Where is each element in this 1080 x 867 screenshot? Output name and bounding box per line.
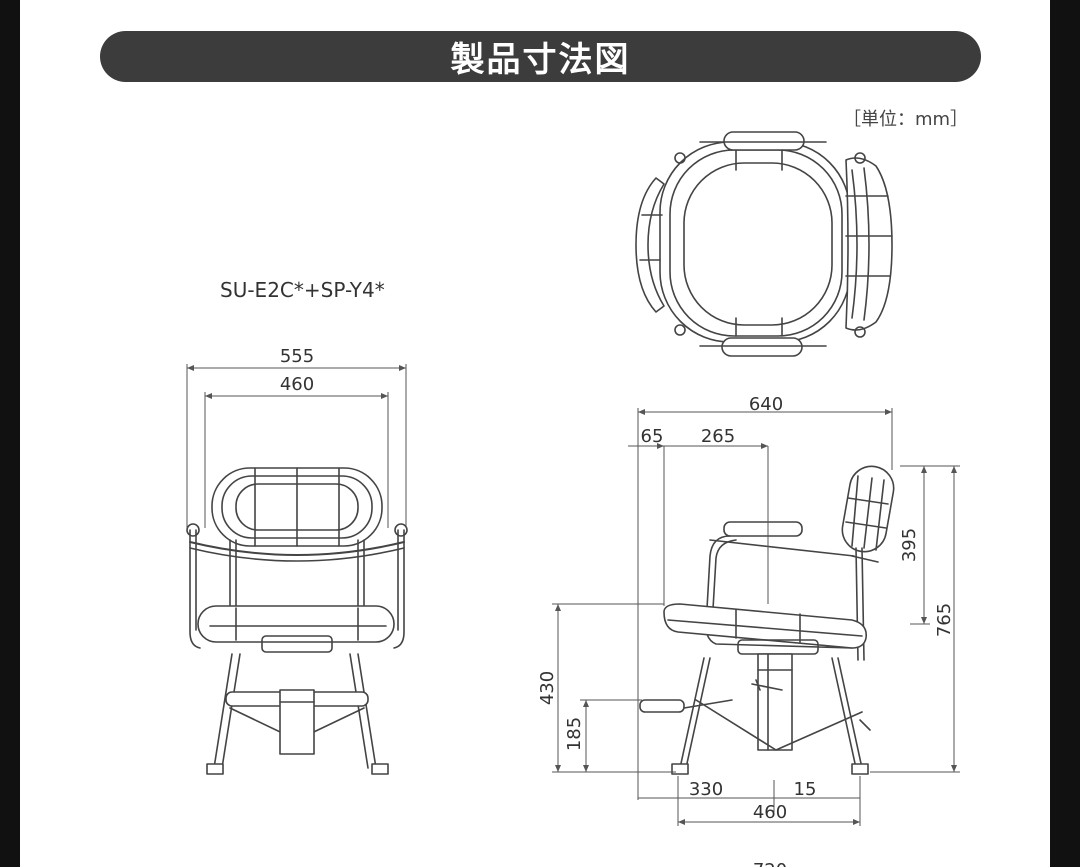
chair-side-view [639,465,895,775]
unit-label: ［単位：mm］ [843,109,969,130]
dim-front-inner-width: 460 [280,374,314,395]
dim-side-overall-depth: 640 [749,394,783,415]
dim-overall-height: 765 [934,603,955,637]
dim-back-height: 395 [899,528,920,562]
title-banner: 製品寸法図 [100,31,981,82]
dim-front-overall-width: 555 [280,346,314,367]
chair-front-view [186,467,408,775]
dim-seat-height: 430 [537,671,558,705]
dim-side-offset-b: 265 [701,426,735,447]
dim-base-front: 330 [689,779,723,800]
dim-base-width: 460 [753,802,787,823]
dim-footrest-height: 185 [564,717,585,751]
dim-partial-below: 720 [753,860,787,867]
spec-sheet-page: 製品寸法図 ［単位：mm］ SU-E2C*+SP-Y4* [20,0,1050,867]
dim-base-offset: 15 [794,779,817,800]
page-title: 製品寸法図 [450,40,631,80]
chair-top-view [635,131,893,357]
model-number: SU-E2C*+SP-Y4* [220,278,385,302]
dim-side-offset-a: 65 [641,426,664,447]
